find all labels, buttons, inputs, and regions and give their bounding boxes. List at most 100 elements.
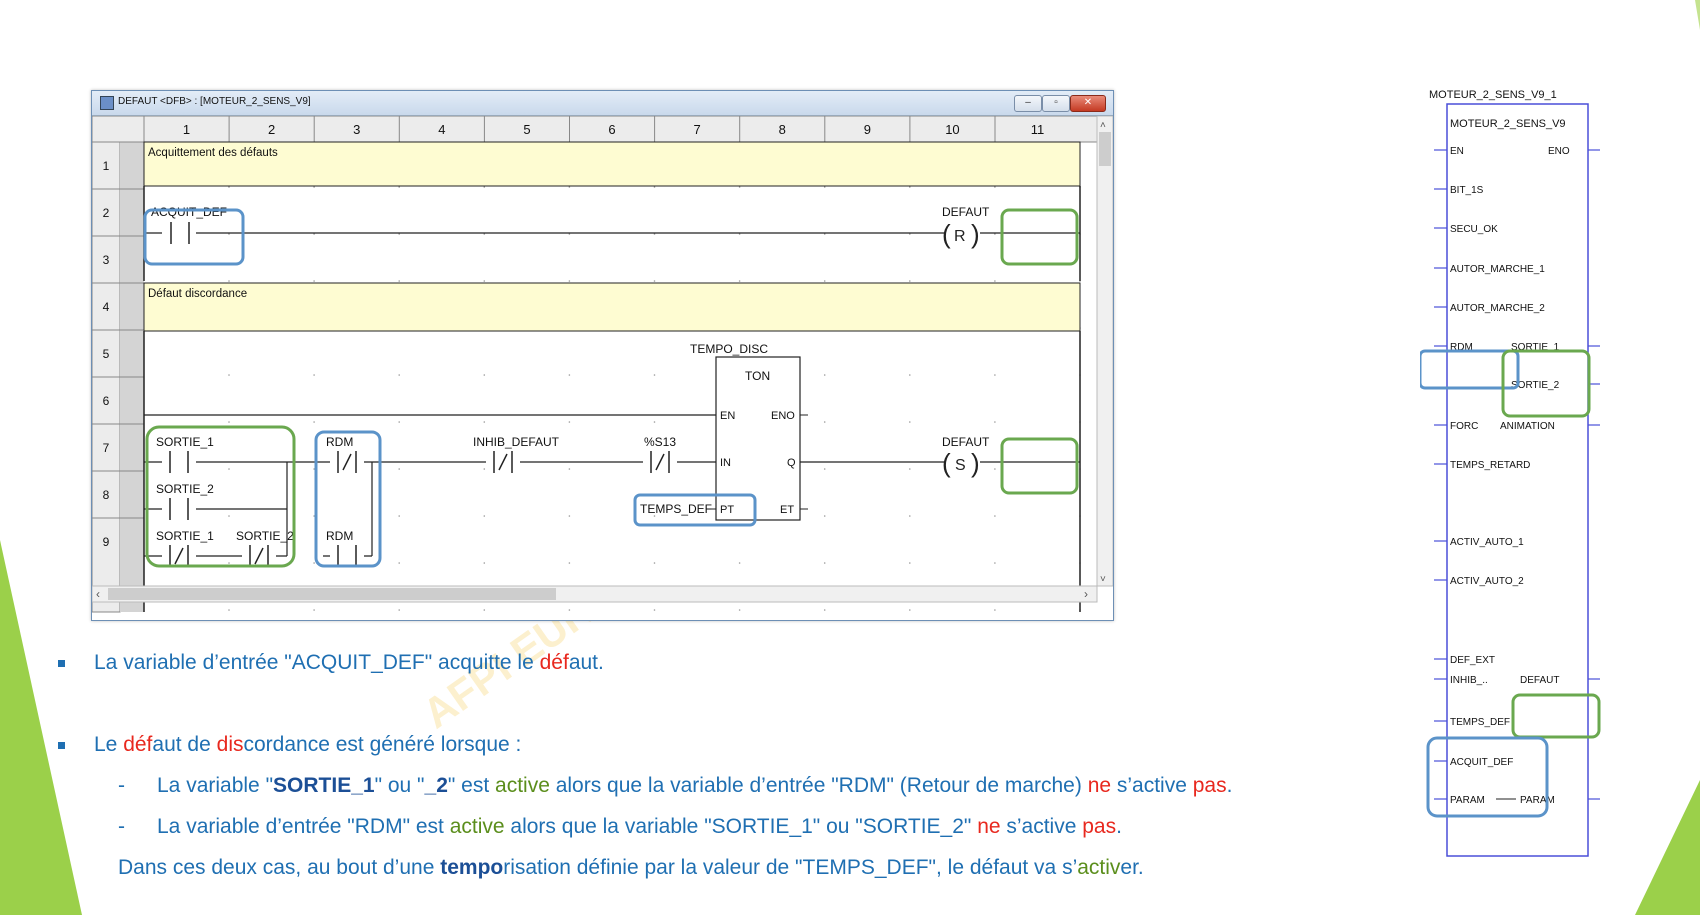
note-highlight: déf <box>123 733 153 756</box>
note-conclusion: Dans ces deux cas, au bout d’une tempori… <box>118 856 1144 880</box>
fb-output-pin[interactable]: PARAM <box>1520 795 1555 806</box>
fb-input-pin[interactable]: EN <box>1450 146 1464 157</box>
fb-input-pin[interactable]: ACTIV_AUTO_2 <box>1450 576 1524 587</box>
note-text: aut de <box>152 733 217 756</box>
fb-output-pin[interactable]: SORTIE_2 <box>1511 380 1560 391</box>
contact-sortie1-neg-label: SORTIE_1 <box>156 529 214 543</box>
highlight-defaut-set <box>1000 437 1079 495</box>
fb-output-pin[interactable]: ANIMATION <box>1500 421 1555 432</box>
vertical-scroll-thumb[interactable] <box>1099 132 1111 166</box>
comment-acquittement[interactable] <box>143 141 1081 187</box>
note-text: er. <box>1120 856 1144 879</box>
fb-input-pin[interactable]: ACTIV_AUTO_1 <box>1450 537 1524 548</box>
note-highlight: déf <box>539 651 569 674</box>
fb-input-pin[interactable]: DEF_EXT <box>1450 655 1495 666</box>
restore-button[interactable]: ▫ <box>1042 95 1070 112</box>
note-text: . <box>1226 774 1233 797</box>
fb-input-pin[interactable]: TEMPS_DEF <box>1450 717 1510 728</box>
note-text: risation définie par la valeur de "TEMPS… <box>503 856 1078 879</box>
contact-rdm[interactable] <box>330 544 364 568</box>
window-title: DEFAUT <DFB> : [MOTEUR_2_SENS_V9] <box>118 96 311 107</box>
timer-en: EN <box>720 410 735 422</box>
comment-discordance-text: Défaut discordance <box>148 288 247 300</box>
vertical-scrollbar[interactable] <box>1096 116 1113 587</box>
fb-input-pin[interactable]: PARAM <box>1450 795 1485 806</box>
note-text: " est <box>447 774 496 797</box>
column-header: 1 <box>183 122 190 137</box>
column-header: 11 <box>1031 122 1045 137</box>
scroll-right-icon[interactable]: › <box>1084 587 1088 601</box>
fb-type-name: MOTEUR_2_SENS_V9 <box>1450 118 1566 130</box>
note-bold: SORTIE_1 <box>273 774 375 797</box>
column-header: 8 <box>779 122 786 137</box>
horizontal-scroll-thumb[interactable] <box>108 588 556 600</box>
note-highlight: pas <box>1082 815 1117 838</box>
row-header: 4 <box>103 300 110 314</box>
scroll-up-icon[interactable]: ˄ <box>1100 120 1106 131</box>
note-text: " ou " <box>374 774 425 797</box>
scroll-down-icon[interactable]: ˅ <box>1100 574 1106 585</box>
contact-sortie1[interactable] <box>162 450 196 474</box>
note-acquit: La variable d’entrée "ACQUIT_DEF" acquit… <box>94 651 604 675</box>
fb-instance-name: MOTEUR_2_SENS_V9_1 <box>1429 89 1557 101</box>
note-text: cordance est généré lorsque : <box>243 733 522 756</box>
fb-output-pin[interactable]: ENO <box>1548 146 1570 157</box>
fb-input-pin[interactable]: AUTOR_MARCHE_2 <box>1450 303 1545 314</box>
minimize-button[interactable]: – <box>1014 95 1042 112</box>
fb-input-pin[interactable]: AUTOR_MARCHE_1 <box>1450 264 1545 275</box>
fb-input-pin[interactable]: RDM <box>1450 342 1473 353</box>
rung2-contact-label: ACQUIT_DEF <box>151 205 227 219</box>
note-text: La variable d’entrée "RDM" est <box>157 815 450 838</box>
bullet-marker <box>58 742 65 749</box>
column-header: 5 <box>523 122 530 137</box>
svg-text:(: ( <box>942 219 951 249</box>
contact-sortie1-negated[interactable] <box>162 544 196 568</box>
highlight-fb-sorties <box>1501 349 1591 418</box>
contact-sortie2[interactable] <box>162 497 196 521</box>
note-text: Le <box>94 733 124 756</box>
note-highlight: ne <box>1087 774 1112 797</box>
sub-dash-1: - <box>118 774 125 797</box>
row-header: 9 <box>103 535 110 549</box>
scroll-left-icon[interactable]: ‹ <box>96 587 100 601</box>
fb-output-pin[interactable]: SORTIE_1 <box>1511 342 1560 353</box>
note-text: s’active <box>1000 815 1083 838</box>
note-active: active <box>495 774 550 797</box>
column-header: 10 <box>945 122 959 137</box>
timer-instance: TEMPO_DISC <box>690 342 768 356</box>
fb-input-pin[interactable]: INHIB_.. <box>1450 675 1488 686</box>
timer-pt: PT <box>720 504 734 516</box>
contact-inhib-label: INHIB_DEFAUT <box>473 435 560 449</box>
note-highlight: ne <box>977 815 1001 838</box>
contact-inhib-defaut[interactable] <box>486 450 520 474</box>
fb-input-pin[interactable]: FORC <box>1450 421 1478 432</box>
fb-input-pin[interactable]: ACQUIT_DEF <box>1450 757 1513 768</box>
highlight-fb-rdm <box>1420 349 1520 390</box>
row-header: 7 <box>103 441 110 455</box>
contact-sortie2-negated[interactable] <box>242 544 276 568</box>
fb-input-pin[interactable]: BIT_1S <box>1450 185 1484 196</box>
note-text: alors que la variable d’entrée "RDM" (Re… <box>549 774 1088 797</box>
fb-input-pin[interactable]: SECU_OK <box>1450 224 1498 235</box>
comment-discordance[interactable] <box>143 282 1081 332</box>
column-header: 6 <box>608 122 615 137</box>
contact-rdm-label: RDM <box>326 529 353 543</box>
note-text: Dans ces deux cas, au bout d’une <box>118 856 441 879</box>
note-highlight: pas <box>1192 774 1227 797</box>
contact-rdm-negated[interactable] <box>330 450 364 474</box>
close-button[interactable]: ✕ <box>1070 95 1106 112</box>
highlight-defaut-reset <box>1000 208 1079 266</box>
contact-s13[interactable] <box>643 450 677 474</box>
fb-output-pin[interactable]: DEFAUT <box>1520 675 1559 686</box>
ladder-editor-window[interactable]: DEFAUT <DFB> : [MOTEUR_2_SENS_V9] – ▫ ✕ … <box>91 90 1114 621</box>
note-case-1: La variable "SORTIE_1" ou "_2" est activ… <box>157 774 1232 798</box>
contact-s13-label: %S13 <box>644 435 676 449</box>
function-block-moteur[interactable]: MOTEUR_2_SENS_V9_1 MOTEUR_2_SENS_V9 EN BI… <box>1420 86 1610 861</box>
fb-input-pin[interactable]: TEMPS_RETARD <box>1450 460 1530 471</box>
window-titlebar[interactable]: DEFAUT <DFB> : [MOTEUR_2_SENS_V9] – ▫ ✕ <box>92 91 1113 116</box>
ton-block[interactable] <box>715 356 801 521</box>
contact-sortie1-label: SORTIE_1 <box>156 435 214 449</box>
note-bold: _2 <box>424 774 448 797</box>
svg-text:(: ( <box>942 448 951 478</box>
